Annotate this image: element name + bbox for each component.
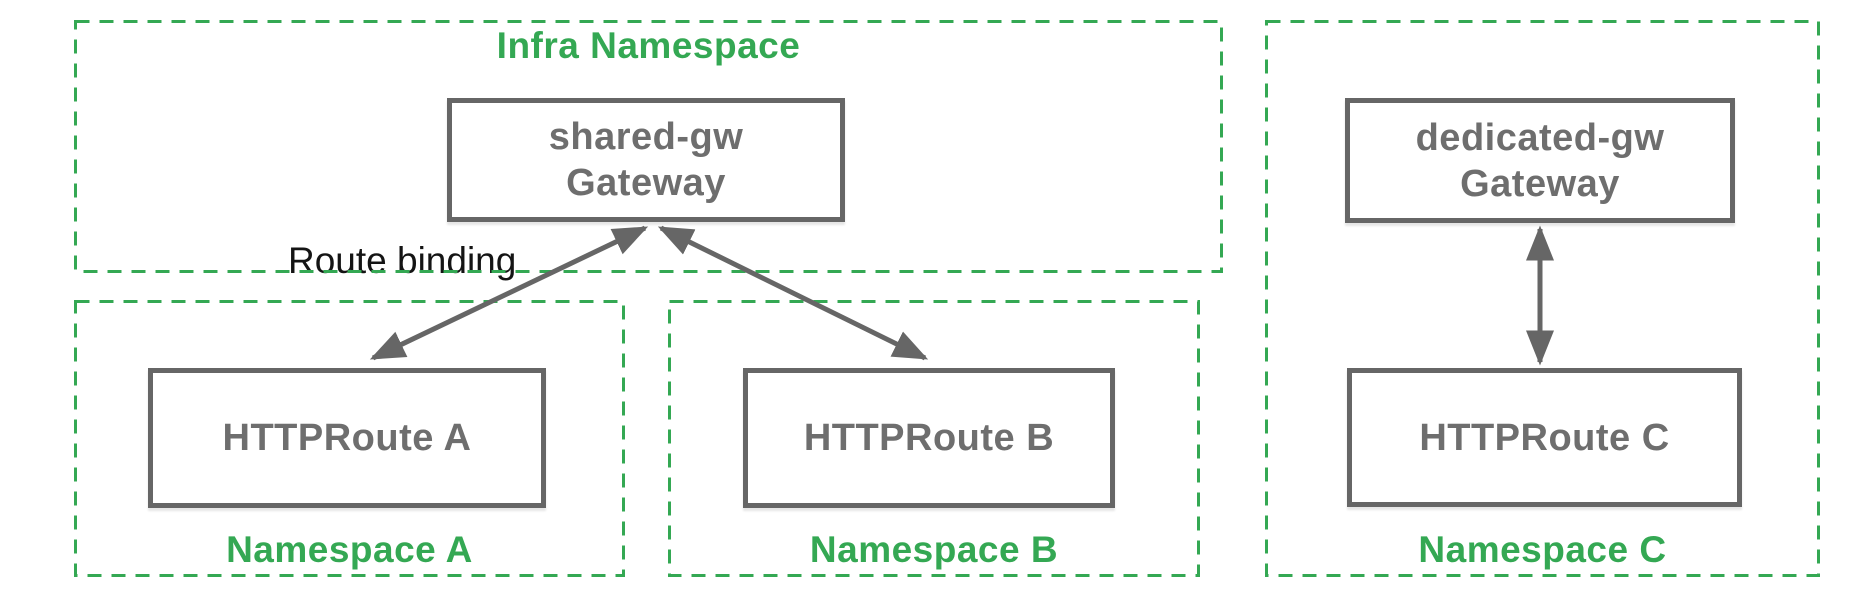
- namespace-a-label: Namespace A: [226, 529, 473, 570]
- dedicated-gateway-kind: Gateway: [1460, 162, 1620, 205]
- httproute-a-node: HTTPRoute A: [148, 368, 546, 508]
- namespace-b-label: Namespace B: [809, 529, 1059, 570]
- dedicated-gateway-node: dedicated-gw Gateway: [1345, 98, 1735, 223]
- httproute-b-label: HTTPRoute B: [803, 417, 1055, 459]
- httproute-c-node: HTTPRoute C: [1347, 368, 1742, 507]
- infra-namespace-label: Infra Namespace: [496, 25, 801, 66]
- shared-gateway-name: shared-gw: [548, 116, 744, 158]
- shared-gateway-node: shared-gw Gateway: [447, 98, 845, 222]
- httproute-a-label: HTTPRoute A: [222, 417, 472, 459]
- route-b-binding-arrow: [657, 225, 929, 361]
- httproute-b-node: HTTPRoute B: [743, 368, 1115, 508]
- dedicated-gateway-name: dedicated-gw: [1415, 116, 1665, 159]
- httproute-c-label: HTTPRoute C: [1419, 416, 1670, 459]
- namespace-c-label: Namespace C: [1418, 529, 1667, 570]
- route-binding-label: Route binding: [288, 240, 517, 281]
- shared-gateway-kind: Gateway: [566, 162, 726, 204]
